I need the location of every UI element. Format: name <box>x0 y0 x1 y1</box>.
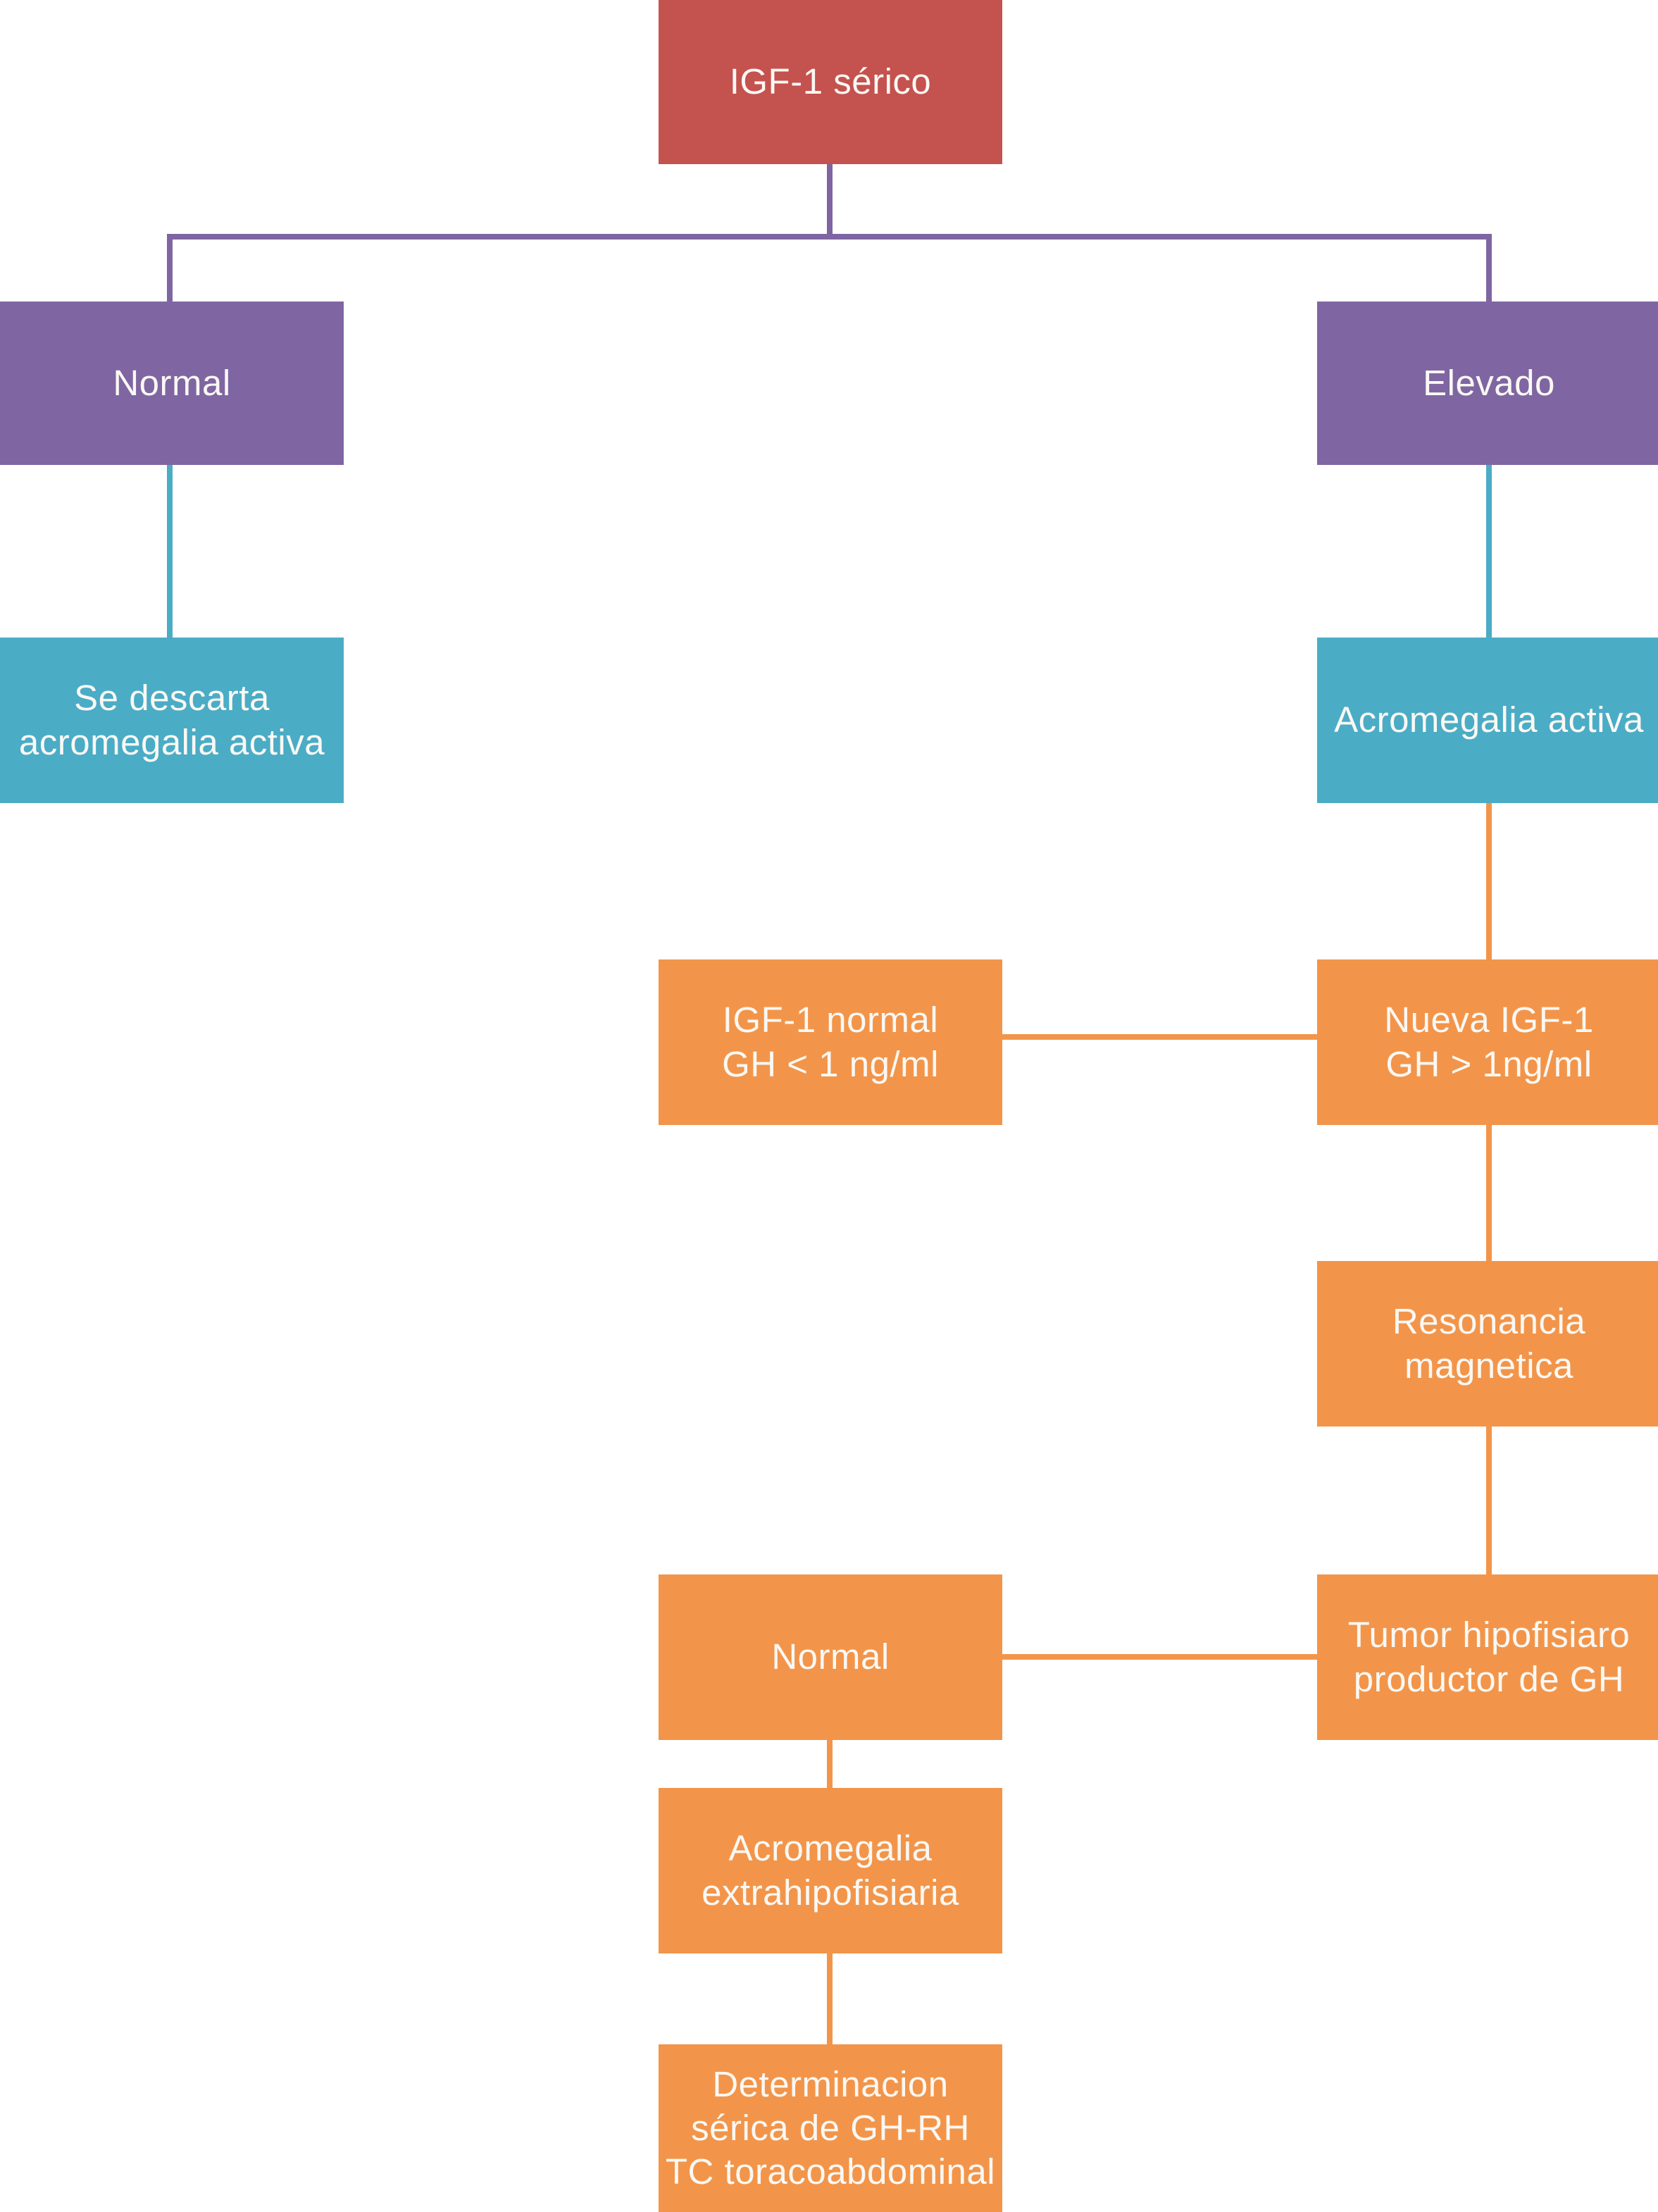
node-elevado: Elevado <box>1317 302 1658 465</box>
edge-igf1serico-branch-stem <box>827 164 833 237</box>
node-normal-left-label: Normal <box>113 362 231 403</box>
edge-normalcenter-to-acromegaliaextra <box>827 1740 833 1788</box>
node-normal-center-label: Normal <box>771 1636 890 1677</box>
edge-acromegaliaextra-to-determinacion <box>827 1953 833 2044</box>
node-normal-center: Normal <box>659 1574 1002 1740</box>
edge-nuevaigf1-to-igf1normal <box>1002 1034 1317 1040</box>
edge-branch-horizontal <box>167 234 1492 240</box>
node-nueva-igf1-label: Nueva IGF-1 GH > 1ng/ml <box>1384 1000 1594 1084</box>
node-determinacion-label: Determinacion sérica de GH-RH TC toracoa… <box>665 2063 996 2192</box>
node-acromegalia-extrahipofisiaria: Acromegalia extrahipofisiaria <box>659 1788 1002 1953</box>
edge-branch-to-elevado <box>1486 237 1492 302</box>
node-resonancia-magnetica: Resonancia magnetica <box>1317 1261 1658 1427</box>
edge-elevado-to-acromegaliaactiva <box>1486 465 1492 638</box>
node-determinacion-serica: Determinacion sérica de GH-RH TC toracoa… <box>659 2044 1002 2212</box>
edge-resonancia-to-tumor <box>1486 1427 1492 1574</box>
node-acromegalia-activa: Acromegalia activa <box>1317 638 1658 803</box>
edge-normalleft-to-sedescarta <box>167 465 173 638</box>
node-tumor-label: Tumor hipofisiaro productor de GH <box>1347 1615 1631 1699</box>
node-se-descarta-label: Se descarta acromegalia activa <box>18 678 325 762</box>
node-igf1-serico-label: IGF-1 sérico <box>729 61 932 102</box>
edge-tumor-to-normalcenter <box>1002 1654 1317 1660</box>
node-acromegalia-activa-label: Acromegalia activa <box>1334 700 1644 740</box>
node-tumor-hipofisiario: Tumor hipofisiaro productor de GH <box>1317 1574 1658 1740</box>
node-nueva-igf1-gh: Nueva IGF-1 GH > 1ng/ml <box>1317 959 1658 1125</box>
node-igf1-normal-gh: IGF-1 normal GH < 1 ng/ml <box>659 959 1002 1125</box>
node-igf1-normal-label: IGF-1 normal GH < 1 ng/ml <box>722 1000 939 1084</box>
node-resonancia-label: Resonancia magnetica <box>1392 1301 1586 1386</box>
node-igf1-serico: IGF-1 sérico <box>659 0 1002 164</box>
edge-branch-to-normal-left <box>167 237 173 302</box>
node-elevado-label: Elevado <box>1423 362 1555 403</box>
node-se-descarta-acromegalia: Se descarta acromegalia activa <box>0 638 344 803</box>
edge-acromegaliaactiva-to-nuevaigf1 <box>1486 803 1492 959</box>
edge-nuevaigf1-to-resonancia <box>1486 1125 1492 1261</box>
node-acro-extra-label: Acromegalia extrahipofisiaria <box>702 1828 959 1913</box>
node-normal-left: Normal <box>0 302 344 465</box>
